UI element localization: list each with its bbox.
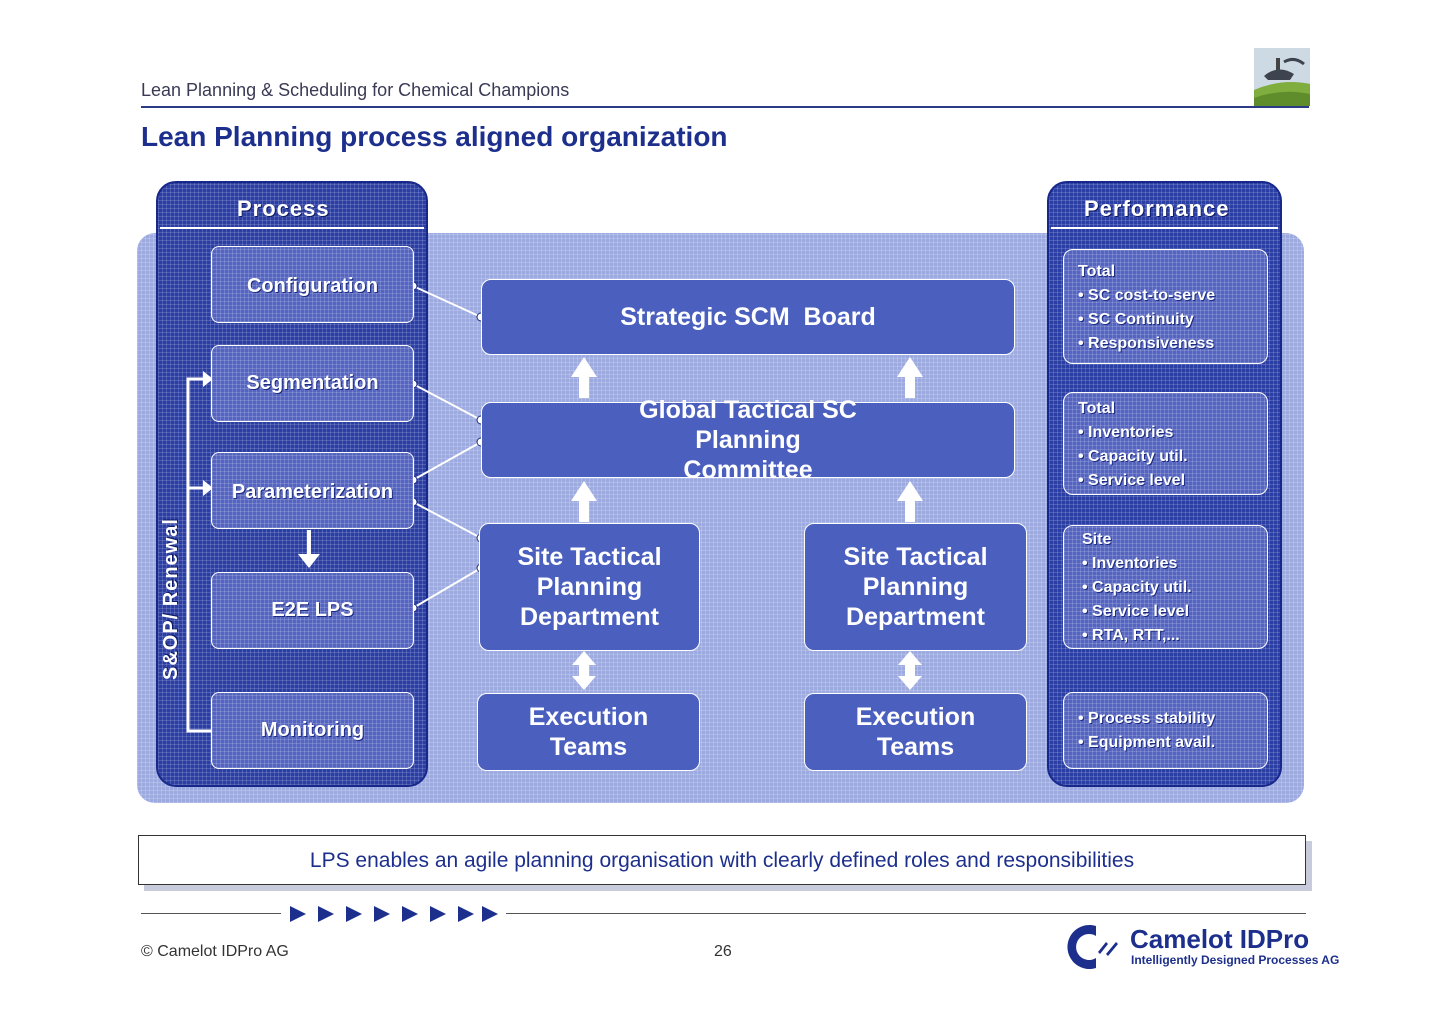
hierarchy-up-arrows [571, 357, 923, 522]
kpi-line: • Service level [1082, 603, 1190, 620]
loop-arrowhead-segmentation [203, 371, 213, 387]
copyright-text: © Camelot IDPro AG [141, 943, 289, 960]
footer-divider-right [506, 913, 1306, 914]
process-step-configuration: Configuration [211, 246, 414, 323]
site-execution-double-arrows [572, 651, 922, 690]
kpi-line: • Inventories [1082, 555, 1178, 572]
kpi-line: • Capacity util. [1078, 448, 1188, 465]
kpi-line: • SC Continuity [1078, 311, 1194, 328]
kpi-line: • RTA, RTT,... [1082, 627, 1180, 644]
brand-name: Camelot IDPro [1130, 924, 1310, 954]
parameterization-down-arrow [298, 530, 320, 568]
kpi-line: Total [1078, 400, 1116, 417]
execution-teams-label: Execution Teams [528, 703, 649, 761]
process-step-label: Configuration [246, 275, 379, 297]
page-number: 26 [714, 943, 732, 960]
feedback-loop-arrow [186, 377, 212, 733]
execution-teams-right: Execution Teams [804, 693, 1027, 771]
performance-panel-title: Performance [1084, 196, 1230, 221]
site-tactical-department-left: Site Tactical Planning Department [479, 523, 700, 651]
process-step-label: Segmentation [246, 372, 379, 394]
industrial-logo-icon [1254, 48, 1310, 106]
execution-teams-left: Execution Teams [477, 693, 700, 771]
summary-statement: LPS enables an agile planning organisati… [138, 835, 1306, 885]
kpi-box-strategic: Total • SC cost-to-serve • SC Continuity… [1063, 249, 1268, 364]
process-step-label: E2E LPS [271, 599, 354, 621]
process-step-e2e-lps: E2E LPS [211, 572, 414, 649]
footer-arrow-row-icon [290, 906, 498, 922]
kpi-line: • Responsiveness [1078, 335, 1215, 352]
header-divider [141, 106, 1309, 108]
kpi-line: • Service level [1078, 472, 1186, 489]
kpi-line: Total [1078, 263, 1116, 280]
kpi-line: • Process stability [1078, 710, 1216, 727]
process-org-links [412, 285, 482, 609]
process-step-label: Parameterization [231, 481, 394, 503]
performance-title-divider [1051, 227, 1278, 229]
kpi-line: • Equipment avail. [1078, 734, 1216, 751]
kpi-box-site: Site • Inventories • Capacity util. • Se… [1063, 525, 1268, 649]
kpi-box-tactical: Total • Inventories • Capacity util. • S… [1063, 392, 1268, 495]
process-step-segmentation: Segmentation [211, 345, 414, 422]
process-title-divider [160, 227, 424, 229]
site-tactical-department-label: Site Tactical Planning Department [843, 543, 988, 631]
execution-teams-label: Execution Teams [855, 703, 976, 761]
slide-title: Lean Planning process aligned organizati… [141, 121, 728, 152]
sop-renewal-label: S&OP/ Renewal [160, 518, 182, 680]
strategic-scm-board: Strategic SCM Board [481, 279, 1015, 355]
global-tactical-committee: Global Tactical SC Planning Committee [481, 396, 1015, 484]
global-tactical-committee-label: Global Tactical SC Planning Committee [639, 396, 857, 484]
kpi-line: • Inventories [1078, 424, 1174, 441]
process-step-label: Monitoring [260, 719, 365, 741]
loop-arrowhead-parameterization [203, 480, 213, 496]
strategic-scm-board-label: Strategic SCM Board [620, 303, 876, 331]
brand-tagline: Intelligently Designed Processes AG [1131, 953, 1340, 967]
kpi-line: Site [1082, 531, 1112, 548]
camelot-logo-icon [1067, 925, 1118, 969]
footer-divider-left [141, 913, 281, 914]
kpi-line: • Capacity util. [1082, 579, 1192, 596]
site-tactical-department-right: Site Tactical Planning Department [804, 523, 1027, 651]
presentation-subtitle: Lean Planning & Scheduling for Chemical … [141, 80, 570, 100]
process-panel-title: Process [237, 196, 330, 221]
site-tactical-department-label: Site Tactical Planning Department [517, 543, 662, 631]
process-step-parameterization: Parameterization [211, 452, 414, 529]
process-step-monitoring: Monitoring [211, 692, 414, 769]
kpi-line: • SC cost-to-serve [1078, 287, 1216, 304]
header-logo-image [1254, 48, 1310, 106]
kpi-box-execution: • Process stability • Equipment avail. [1063, 692, 1268, 769]
